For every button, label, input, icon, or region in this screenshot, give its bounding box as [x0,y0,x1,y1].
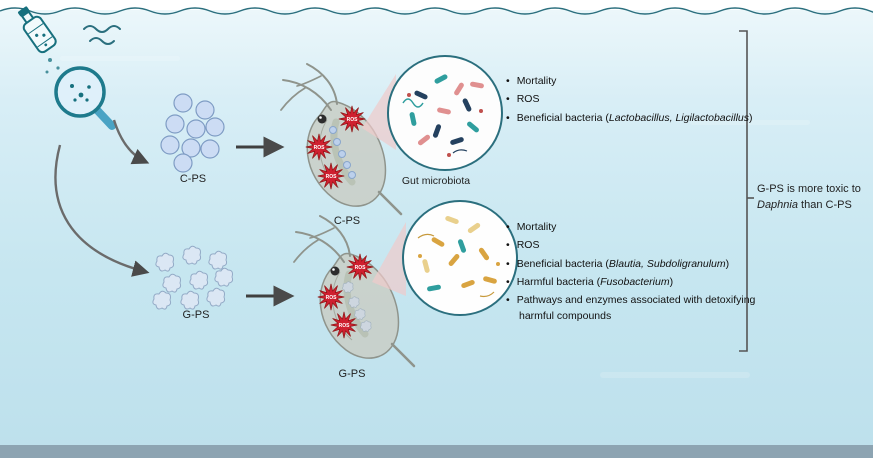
arrow-to-cps [112,119,150,165]
bottom-bar [0,445,873,458]
label-daphnia-cps: C-PS [333,215,361,227]
list-item: Harmful bacteria (Fusobacterium) [506,274,756,290]
arrow-to-gps [54,144,150,277]
list-item: Mortality [506,219,756,235]
label-cps-cluster: C-PS [179,173,207,185]
label-gps-cluster: G-PS [182,309,210,321]
daphnia-cps: ROS ROS ROS [281,64,401,214]
gut-microbiota-circle-bottom [402,200,518,316]
cps-particles-in-gut [329,126,356,179]
list-item: Beneficial bacteria (Lactobacillus, Ligi… [506,110,756,126]
ros-burst: ROS [305,133,333,161]
gut-microbiota-circle-top [387,55,503,171]
ros-label: ROS [326,174,338,180]
list-item: Pathways and enzymes associated with det… [506,292,756,325]
conclusion-text: G-PS is more toxic to Daphnia than C-PS [757,182,871,214]
bottle-icon [18,6,57,54]
ros-label: ROS [314,145,326,151]
ros-burst: ROS [317,162,345,190]
cps-particle-cluster [160,93,225,173]
effects-list-cps: Mortality ROS Beneficial bacteria (Lacto… [506,73,756,128]
label-gut-microbiota: Gut microbiota [401,175,471,187]
label-daphnia-gps: G-PS [338,368,366,380]
ros-label: ROS [347,117,359,123]
ros-label: ROS [355,265,367,271]
list-item: Mortality [506,73,756,89]
ros-label: ROS [339,323,351,329]
daphnia-gps: ROS ROS ROS [294,216,414,366]
ros-burst: ROS [346,253,374,281]
comparison-bracket [739,30,754,352]
ros-burst: ROS [330,311,358,339]
list-item: ROS [506,91,756,107]
water-surface [0,0,873,15]
bacteria-group-top [402,73,485,157]
ros-label: ROS [326,295,338,301]
magnifier-cone-bottom [372,222,406,296]
list-item: ROS [506,237,756,253]
conclusion-line-1: G-PS is more toxic to [757,183,861,195]
ros-burst: ROS [317,283,345,311]
bacteria-group-bottom [417,215,500,298]
magnifier-icon [54,66,116,130]
particle-trail [45,58,60,74]
gps-particle-cluster [152,245,234,310]
list-item: Beneficial bacteria (Blautia, Subdoligra… [506,256,756,272]
ros-burst: ROS [338,105,366,133]
magnifier-cone-top [362,74,396,150]
effects-list-gps: Mortality ROS Beneficial bacteria (Blaut… [506,219,756,327]
conclusion-line-2: Daphnia than C-PS [757,198,852,211]
squiggle-waves-icon [83,25,121,45]
